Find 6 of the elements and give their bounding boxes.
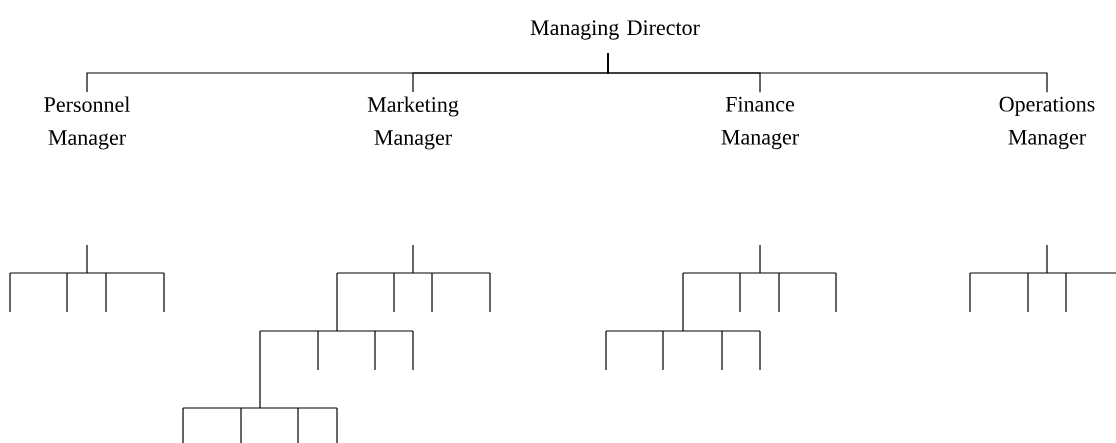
position-title: Managing Director: [530, 20, 700, 40]
position-title: Operations Manager: [999, 96, 1095, 150]
position-title: Finance Manager: [721, 96, 799, 150]
connector: [607, 52, 1048, 93]
position-title: Personnel Manager: [44, 96, 130, 150]
position-title: Marketing Manager: [367, 96, 459, 150]
